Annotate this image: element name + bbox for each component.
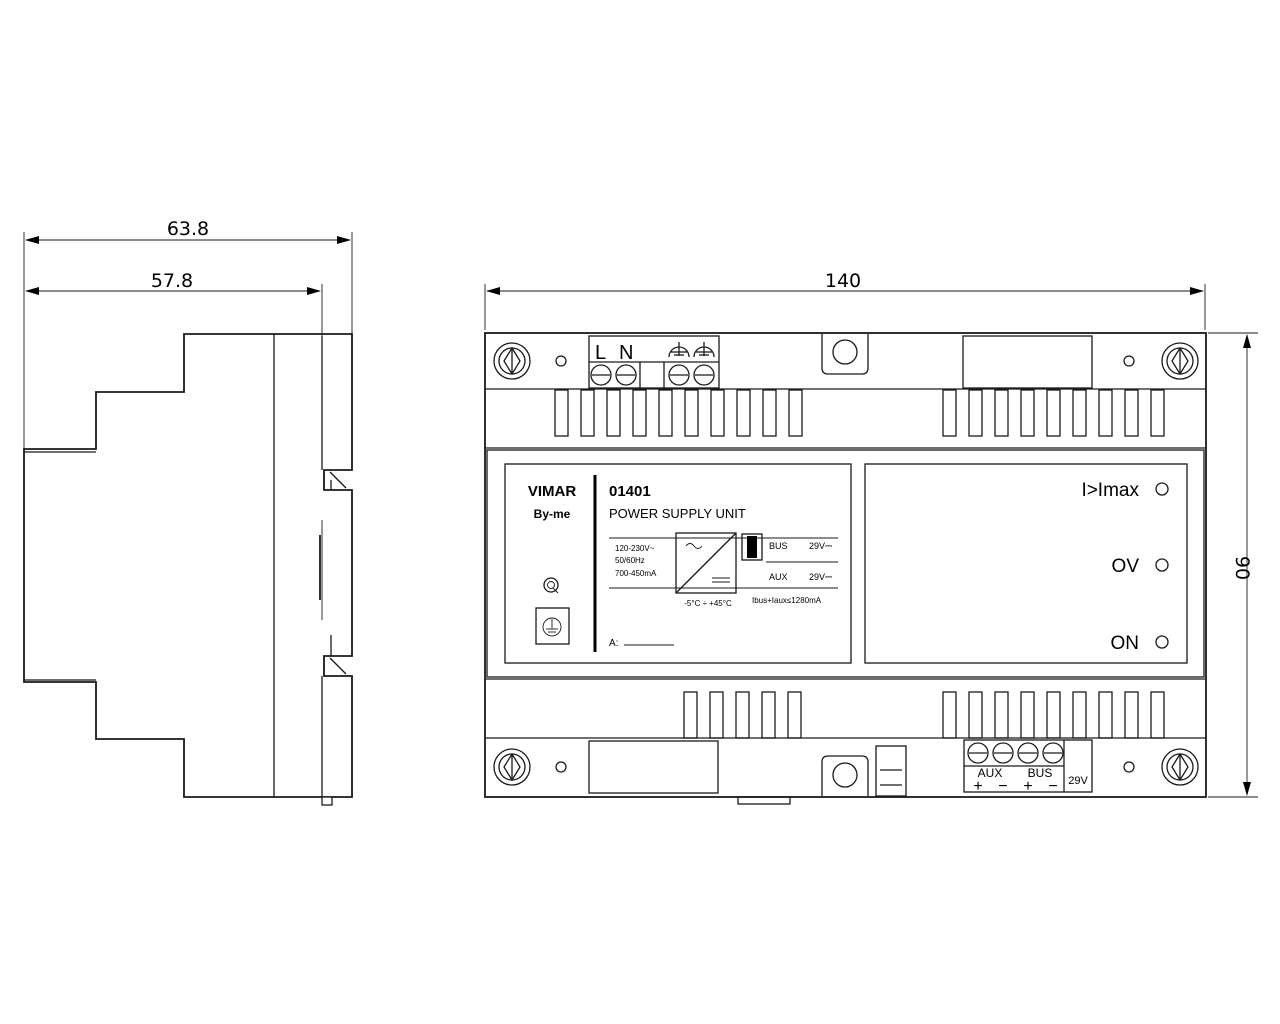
vent-slot bbox=[1124, 389, 1139, 437]
product-code: 01401 bbox=[609, 483, 651, 500]
vent-slot bbox=[994, 691, 1009, 739]
vent-slot bbox=[1072, 691, 1087, 739]
total-output-current: Ibus+Iaux≤1280mA bbox=[752, 596, 822, 605]
dimension-label-body-depth: 57.8 bbox=[151, 270, 193, 292]
vent-slot bbox=[787, 691, 802, 739]
vent-slot bbox=[683, 691, 698, 739]
screw-icon bbox=[1161, 748, 1199, 786]
operating-temperature: -5°C ÷ +45°C bbox=[684, 599, 732, 608]
aux-output-label: AUX bbox=[769, 572, 788, 582]
vent-slot bbox=[1046, 691, 1061, 739]
vent-slot bbox=[554, 389, 569, 437]
vent-slot bbox=[1150, 389, 1165, 437]
terminal-label-aux-plus: + bbox=[973, 778, 982, 795]
vent-slot bbox=[968, 389, 983, 437]
brand-logo: VIMAR bbox=[528, 483, 577, 500]
led-power-on-icon bbox=[1155, 635, 1169, 649]
side-view: 63.8 57.8 bbox=[23, 218, 353, 806]
terminal-screw-icon bbox=[1042, 742, 1064, 764]
input-current: 700-450mA bbox=[615, 569, 657, 578]
terminal-label-bus-minus: − bbox=[1048, 778, 1057, 795]
vent-slot bbox=[1020, 389, 1035, 437]
dimension-overall-depth: 63.8 bbox=[23, 218, 353, 450]
screw-icon bbox=[493, 342, 531, 380]
vent-slot bbox=[709, 691, 724, 739]
terminal-label-bus-plus: + bbox=[1023, 778, 1032, 795]
terminal-screw-icon bbox=[693, 364, 715, 386]
product-name: POWER SUPPLY UNIT bbox=[609, 506, 746, 521]
led-overcurrent-icon bbox=[1155, 482, 1169, 496]
terminal-screw-icon bbox=[967, 742, 989, 764]
vent-slot bbox=[762, 389, 777, 437]
vent-slot bbox=[1124, 691, 1139, 739]
terminal-label-neutral: N bbox=[619, 342, 633, 364]
bus-output-voltage: 29V⎓ bbox=[809, 541, 832, 551]
indicator-label-overvoltage: OV bbox=[1112, 556, 1140, 577]
input-frequency: 50/60Hz bbox=[615, 556, 645, 565]
terminal-screw-icon bbox=[615, 364, 637, 386]
vent-slot bbox=[968, 691, 983, 739]
vent-slot bbox=[1150, 691, 1165, 739]
vent-slot bbox=[1020, 691, 1035, 739]
aux-output-voltage: 29V⎓ bbox=[809, 572, 832, 582]
front-view: 140 90 bbox=[484, 270, 1258, 805]
brand-subtitle: By-me bbox=[534, 507, 571, 521]
front-housing bbox=[484, 332, 1207, 798]
terminal-label-bus: BUS bbox=[1028, 766, 1053, 780]
terminal-screw-icon bbox=[1017, 742, 1039, 764]
vent-slot bbox=[684, 389, 699, 437]
vent-slot bbox=[942, 691, 957, 739]
vent-slot bbox=[788, 389, 803, 437]
terminal-screw-icon bbox=[590, 364, 612, 386]
vent-slot bbox=[606, 389, 621, 437]
input-voltage: 120-230V~ bbox=[615, 544, 655, 553]
vent-slot bbox=[580, 389, 595, 437]
screw-icon bbox=[493, 748, 531, 786]
vent-slot bbox=[994, 389, 1009, 437]
certification-mark-icon bbox=[543, 577, 559, 594]
indicator-label-overcurrent: I>Imax bbox=[1081, 480, 1139, 501]
bus-output-label: BUS bbox=[769, 541, 788, 551]
dimension-width: 140 bbox=[484, 270, 1206, 330]
vent-slot bbox=[1072, 389, 1087, 437]
converter-symbol-icon bbox=[675, 532, 737, 594]
top-terminal-block: L N bbox=[588, 335, 720, 389]
terminal-label-line: L bbox=[595, 342, 606, 364]
vent-slot bbox=[1046, 389, 1061, 437]
earth-icon bbox=[668, 342, 690, 358]
screw-icon bbox=[1161, 342, 1199, 380]
rating-label: VIMAR By-me 01401 POWER SUPPLY UNIT 120-… bbox=[504, 463, 852, 664]
earth-icon bbox=[693, 342, 715, 358]
led-overvoltage-icon bbox=[1155, 558, 1169, 572]
bottom-terminal-block: AUX BUS + − + − 29V bbox=[963, 739, 1093, 795]
terminal-screw-icon bbox=[992, 742, 1014, 764]
vent-slot bbox=[735, 691, 750, 739]
class-ii-earth-icon bbox=[535, 607, 570, 645]
vent-slot bbox=[710, 389, 725, 437]
dimension-label-width: 140 bbox=[825, 270, 861, 292]
dimension-height: 90 bbox=[1208, 332, 1258, 798]
terminal-label-voltage: 29V bbox=[1068, 775, 1088, 787]
terminal-screw-icon bbox=[668, 364, 690, 386]
indicator-label-on: ON bbox=[1111, 633, 1140, 654]
vent-slot bbox=[736, 389, 751, 437]
fuse-symbol-icon bbox=[741, 533, 763, 561]
indicator-panel: I>Imax OV ON bbox=[864, 463, 1188, 664]
vent-slot bbox=[942, 389, 957, 437]
side-profile-outline bbox=[23, 333, 353, 798]
vent-slot bbox=[632, 389, 647, 437]
terminal-label-aux: AUX bbox=[978, 766, 1003, 780]
dimension-label-height: 90 bbox=[1231, 556, 1253, 580]
vent-slot bbox=[1098, 691, 1113, 739]
vent-slot bbox=[658, 389, 673, 437]
dimension-label-overall-depth: 63.8 bbox=[167, 218, 209, 240]
serial-prefix: A: bbox=[609, 638, 618, 649]
vent-slot bbox=[1098, 389, 1113, 437]
ventilation-slots bbox=[554, 389, 1165, 739]
vent-slot bbox=[761, 691, 776, 739]
dimension-body-depth: 57.8 bbox=[25, 270, 323, 336]
terminal-label-aux-minus: − bbox=[998, 778, 1007, 795]
